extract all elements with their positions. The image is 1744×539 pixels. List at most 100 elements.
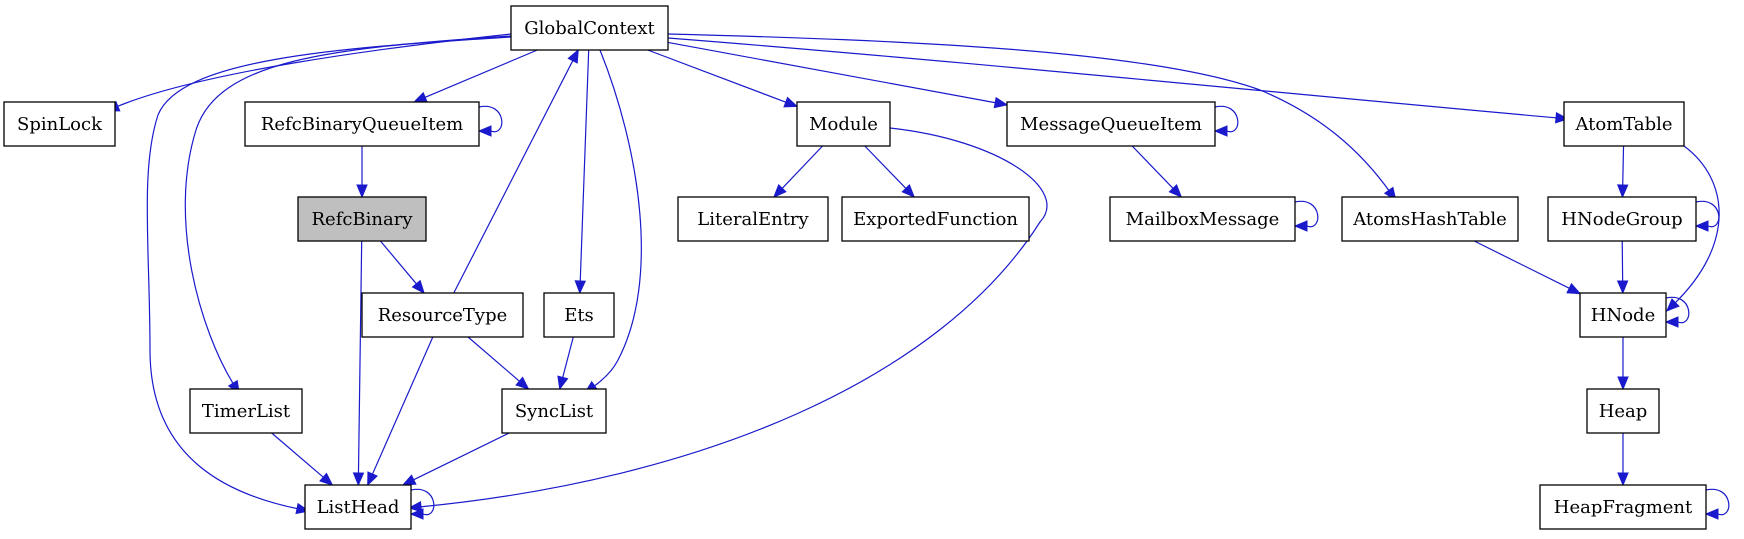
node-list-head[interactable]: ListHead	[304, 484, 412, 530]
node-box-global-context	[510, 5, 669, 51]
node-box-atoms-hash-table	[1341, 196, 1519, 242]
node-label-global-context: GlobalContext	[524, 18, 655, 39]
node-box-refc-binary	[297, 196, 427, 242]
node-box-hnode	[1579, 292, 1667, 338]
node-heap[interactable]: Heap	[1586, 388, 1660, 434]
edge-refcbinaryqueueitem-to-refcbinaryqueueitem	[478, 105, 503, 133]
edge-messagequeueitem-to-mailboxmessage-arrowhead	[1168, 184, 1183, 198]
node-refc-binary[interactable]: RefcBinary	[297, 196, 427, 242]
node-atom-table[interactable]: AtomTable	[1563, 101, 1685, 147]
node-atoms-hash-table[interactable]: AtomsHashTable	[1341, 196, 1519, 242]
node-hnode[interactable]: HNode	[1579, 292, 1667, 338]
edge-hnodegroup-to-hnodegroup	[1695, 200, 1720, 228]
edge-synclist-to-listhead-arrowhead	[401, 474, 417, 486]
node-sync-list[interactable]: SyncList	[501, 388, 607, 434]
edge-heapfragment-to-heapfragment	[1705, 488, 1730, 516]
node-label-message-queue-item: MessageQueueItem	[1020, 114, 1202, 135]
node-box-message-queue-item	[1006, 101, 1216, 147]
edge-synclist-to-listhead	[412, 432, 510, 481]
node-module[interactable]: Module	[796, 101, 891, 147]
edge-resourcetype-to-globalcontext-arrowhead	[567, 48, 579, 64]
edge-module-to-literalentry	[781, 145, 823, 190]
node-box-ets	[543, 292, 615, 338]
edge-globalcontext-to-module-arrowhead	[783, 96, 799, 108]
edge-mailboxmessage-to-mailboxmessage-arrowhead	[1293, 220, 1308, 232]
node-box-mailbox-message	[1109, 196, 1296, 242]
edge-resourcetype-to-listhead	[371, 336, 434, 476]
node-label-exported-function: ExportedFunction	[853, 209, 1018, 230]
edge-hnode-to-hnode-arrowhead	[1664, 316, 1679, 328]
edge-module-to-literalentry-arrowhead	[773, 183, 787, 198]
node-label-literal-entry: LiteralEntry	[697, 209, 809, 230]
edge-resourcetype-to-listhead-arrowhead	[367, 471, 378, 487]
edge-hnode-to-heap-arrowhead	[1617, 376, 1629, 391]
node-box-exported-function	[841, 196, 1030, 242]
edge-refcbinaryqueueitem-to-refcbinary-arrowhead	[356, 184, 368, 199]
node-label-atoms-hash-table: AtomsHashTable	[1352, 209, 1507, 230]
edge-globalcontext-to-atomtable-arrowhead	[1554, 112, 1570, 124]
edge-globalcontext-to-messagequeueitem-arrowhead	[993, 96, 1009, 109]
edge-refcbinary-to-resourcetype	[379, 240, 418, 285]
edge-timerlist-to-listhead	[271, 432, 325, 479]
node-box-resource-type	[361, 292, 524, 338]
node-timer-list[interactable]: TimerList	[189, 388, 303, 434]
node-literal-entry[interactable]: LiteralEntry	[677, 196, 829, 242]
edge-timerlist-to-listhead-arrowhead	[319, 472, 334, 486]
node-box-timer-list	[189, 388, 303, 434]
node-label-atom-table: AtomTable	[1574, 114, 1672, 135]
edge-module-to-listhead-arrowhead	[407, 501, 423, 513]
node-refc-binary-queue-item[interactable]: RefcBinaryQueueItem	[244, 101, 480, 147]
node-box-spin-lock	[3, 101, 116, 147]
edge-globalcontext-to-ets-arrowhead	[574, 280, 587, 295]
node-message-queue-item[interactable]: MessageQueueItem	[1006, 101, 1216, 147]
node-box-list-head	[304, 484, 412, 530]
edge-messagequeueitem-to-messagequeueitem-arrowhead	[1213, 125, 1228, 137]
node-label-refc-binary: RefcBinary	[311, 209, 413, 230]
edge-module-to-listhead	[418, 127, 1048, 508]
node-label-hnode-group: HNodeGroup	[1561, 209, 1682, 230]
node-heap-fragment[interactable]: HeapFragment	[1539, 484, 1707, 530]
node-mailbox-message[interactable]: MailboxMessage	[1109, 196, 1296, 242]
edge-mailboxmessage-to-mailboxmessage	[1294, 200, 1319, 228]
edge-globalcontext-to-refcbinaryqueueitem	[424, 49, 538, 99]
edge-atomtable-to-hnode-arrowhead	[1665, 298, 1680, 312]
edge-globalcontext-to-refcbinaryqueueitem-arrowhead	[412, 91, 428, 103]
edge-resourcetype-to-synclist-arrowhead	[515, 376, 530, 390]
node-label-mailbox-message: MailboxMessage	[1126, 209, 1280, 230]
node-label-heap-fragment: HeapFragment	[1554, 497, 1693, 518]
edge-listhead-to-listhead	[410, 488, 435, 516]
edge-globalcontext-to-synclist	[592, 49, 642, 388]
node-label-sync-list: SyncList	[515, 401, 594, 422]
node-ets[interactable]: Ets	[543, 292, 615, 338]
edge-atomtable-to-hnodegroup-arrowhead	[1616, 184, 1629, 199]
edge-globalcontext-to-module	[647, 49, 787, 104]
node-spin-lock[interactable]: SpinLock	[3, 101, 116, 147]
edges-layer	[105, 33, 1730, 520]
edge-hnodegroup-to-hnodegroup-arrowhead	[1694, 220, 1709, 232]
edge-globalcontext-to-messagequeueitem	[667, 41, 997, 104]
edge-refcbinary-to-resourcetype-arrowhead	[411, 279, 425, 294]
edge-globalcontext-to-atomshashtable	[667, 33, 1391, 193]
edge-atomshashtable-to-hnode-arrowhead	[1566, 282, 1582, 295]
edge-heapfragment-to-heapfragment-arrowhead	[1704, 508, 1719, 520]
edge-refcbinaryqueueitem-to-refcbinaryqueueitem-arrowhead	[477, 125, 492, 137]
edge-refcbinary-to-listhead	[357, 240, 363, 475]
edge-globalcontext-to-spinlock	[115, 33, 512, 108]
node-box-literal-entry	[677, 196, 829, 242]
edge-hnode-to-hnode	[1665, 296, 1690, 324]
node-hnode-group[interactable]: HNodeGroup	[1547, 196, 1697, 242]
node-label-hnode: HNode	[1591, 305, 1655, 326]
node-label-resource-type: ResourceType	[378, 305, 508, 326]
node-box-hnode-group	[1547, 196, 1697, 242]
edge-heap-to-heapfragment-arrowhead	[1617, 472, 1629, 487]
node-exported-function[interactable]: ExportedFunction	[841, 196, 1030, 242]
node-global-context[interactable]: GlobalContext	[510, 5, 669, 51]
node-label-refc-binary-queue-item: RefcBinaryQueueItem	[261, 114, 463, 135]
node-label-list-head: ListHead	[317, 497, 400, 518]
node-box-sync-list	[501, 388, 607, 434]
node-box-heap	[1586, 388, 1660, 434]
node-box-refc-binary-queue-item	[244, 101, 480, 147]
node-resource-type[interactable]: ResourceType	[361, 292, 524, 338]
